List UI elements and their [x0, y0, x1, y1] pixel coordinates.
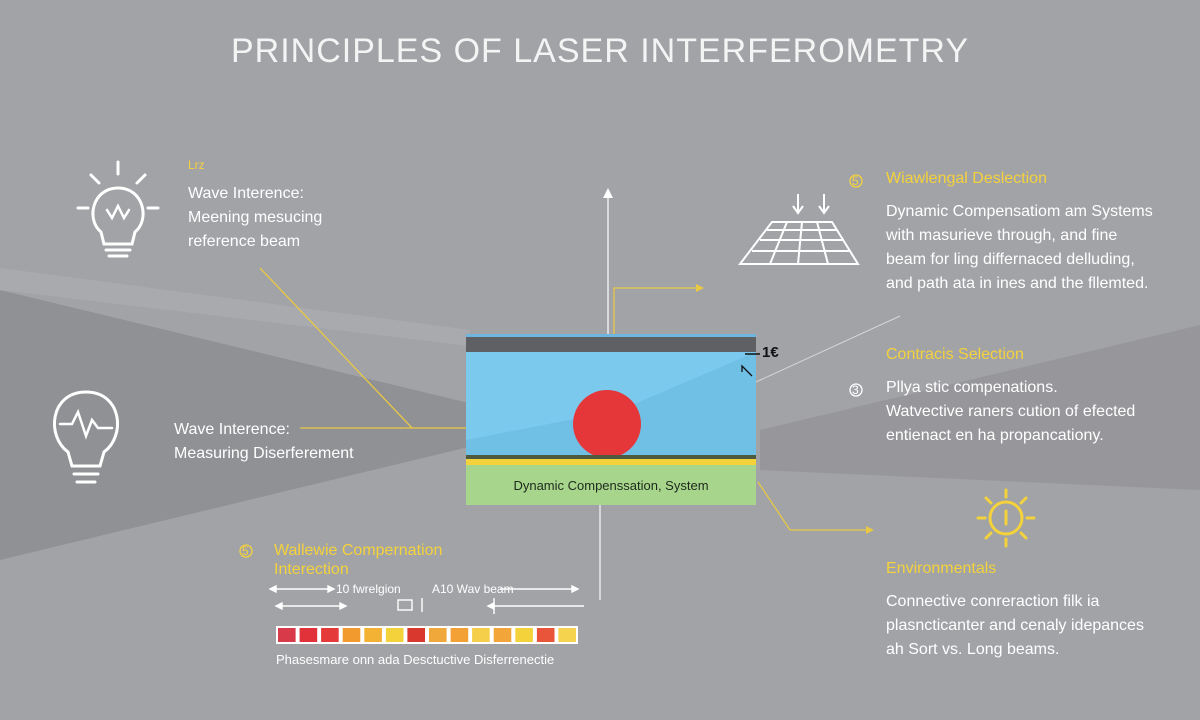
wavelength-arrows: [268, 584, 584, 614]
wavelength-label-b: A10 Wav beam: [432, 582, 514, 596]
page-title: PRINCIPLES OF LASER INTERFEROMETRY: [230, 32, 970, 70]
left-top-line-1: Wave Interence:: [188, 185, 304, 202]
pulse-lightbulb-icon: [53, 390, 119, 484]
chamber-dark-strip: [466, 455, 756, 460]
left-beam-wedge: [0, 290, 560, 560]
phase-swatch: [536, 628, 555, 642]
chamber-marker: 1€: [762, 344, 779, 361]
phase-swatch: [407, 628, 425, 642]
connector-right-top: [613, 287, 702, 334]
right-bottom-line-1: Connective conreraction filk ia: [886, 593, 1100, 610]
bottom-left-heading-2: Interection: [274, 561, 349, 578]
phase-swatch: [472, 628, 490, 642]
right-top-line-3: beam for ling differnaced delluding,: [886, 251, 1135, 268]
right-mid-number: 3: [852, 383, 859, 397]
phase-swatch: [493, 628, 512, 642]
right-top-text: Dynamic Compensatiom am Systems with mas…: [886, 200, 1153, 296]
number-circle-right-mid: [849, 383, 863, 397]
left-top-text: Wave Interence: Meening mesucing referen…: [188, 182, 322, 254]
right-bottom-heading: Environmentals: [886, 560, 997, 577]
marker-small-arrow: [741, 364, 753, 377]
phase-swatch: [515, 628, 533, 642]
phase-color-strip: [276, 626, 578, 644]
right-top-number: 5: [852, 174, 859, 188]
wavelength-label-a: 10 fwrelgion: [336, 582, 401, 596]
bottom-left-number: 5: [242, 544, 249, 558]
upper-beam-band: [0, 268, 470, 346]
bottom-left-heading: Wallewie Compernation Interection: [274, 541, 442, 579]
connector-right-diag: [755, 315, 901, 383]
phase-swatch: [364, 628, 382, 642]
right-top-line-1: Dynamic Compensatiom am Systems: [886, 203, 1153, 220]
phase-swatch: [558, 628, 576, 642]
right-bottom-line-3: ah Sort vs. Long beams.: [886, 641, 1060, 658]
phase-swatch: [429, 628, 447, 642]
chamber-yellow-strip: [466, 459, 756, 465]
right-top-arrow-head: [696, 284, 704, 292]
right-mid-text: Pllya stic compenations. Watvective rane…: [886, 376, 1135, 448]
left-top-tag: Lrz: [188, 158, 205, 172]
chamber-light-cone: [466, 352, 756, 455]
phase-caption: Phasesmare onn ada Desctuctive Disferren…: [276, 652, 555, 667]
phase-swatch: [278, 628, 296, 642]
phase-swatch: [321, 628, 339, 642]
phase-swatch: [450, 628, 469, 642]
chamber-top-plate: [466, 334, 756, 352]
right-mid-line-1: Pllya stic compenations.: [886, 379, 1058, 396]
up-arrow-head: [603, 188, 613, 198]
right-mid-line-3: entienact en ha propancationy.: [886, 427, 1104, 444]
right-mid-heading: Contracis Selection: [886, 346, 1024, 363]
right-mid-line-2: Watvective raners cution of efected: [886, 403, 1136, 420]
lightbulb-icon: [76, 160, 160, 258]
left-top-line-3: reference beam: [188, 233, 301, 250]
number-circle-bottom-left: [239, 544, 253, 558]
right-bottom-text: Connective conreraction filk ia plasncti…: [886, 590, 1144, 662]
measurement-sphere: [573, 390, 641, 458]
left-mid-line-1: Wave Interence:: [174, 421, 290, 438]
left-top-line-2: Meening mesucing: [188, 209, 323, 226]
grid-detector-icon: [737, 194, 860, 265]
left-mid-line-2: Measuring Diserferement: [174, 445, 354, 462]
right-beam-wedge: [760, 325, 1200, 490]
chamber-top-rim: [466, 334, 756, 337]
number-circle-right-top: [849, 174, 863, 188]
sun-icon: [976, 488, 1036, 548]
right-top-heading: Wiawlengal Deslection: [886, 170, 1047, 187]
connector-right-bottom: [757, 481, 872, 531]
chamber-base: [466, 465, 756, 505]
right-bottom-arrow-head: [866, 526, 874, 534]
right-top-line-2: with masurieve through, and fine: [886, 227, 1118, 244]
left-mid-text: Wave Interence: Measuring Diserferement: [174, 418, 354, 466]
phase-swatch: [385, 628, 404, 642]
right-bottom-line-2: plasncticanter and cenaly idepances: [886, 617, 1144, 634]
right-top-line-4: and path ata in ines and the fllemted.: [886, 275, 1149, 292]
bottom-left-heading-1: Wallewie Compernation: [274, 542, 443, 559]
system-label: Dynamic Compenssation, System: [513, 478, 709, 493]
phase-swatch: [342, 628, 361, 642]
phase-swatch: [299, 628, 318, 642]
interferometer-chamber: [466, 334, 756, 505]
